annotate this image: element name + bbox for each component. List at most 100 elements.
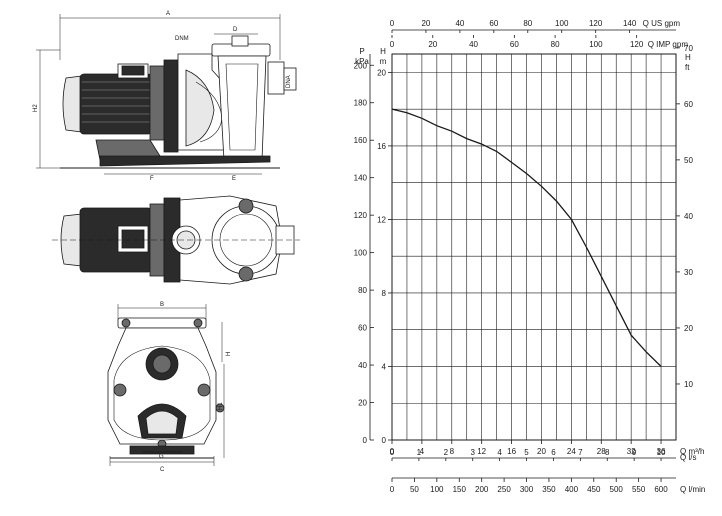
tick-label-bottom-ls: 9 [632,448,637,457]
dim-label-dna: DNA [286,75,292,88]
dim-label-d: D [233,27,238,33]
tick-label-bottom-lmin: 300 [520,485,534,494]
tick-label-top-usgpm: 100 [555,19,569,28]
dim-label-h1: H1 [218,402,224,410]
tick-label-top-usgpm: 60 [489,19,498,28]
tick-label-right-ft: 10 [684,380,693,389]
axis-unit-right-ft-top: H [685,53,691,62]
dim-label-b: B [160,302,164,308]
tick-label-bottom-lmin: 100 [430,485,444,494]
tick-label-top-impgpm: 0 [390,40,395,49]
dim-label-h2: H2 [33,104,39,112]
axis-unit-left-m-top: H [380,47,386,56]
tick-label-bottom-ls: 4 [497,448,502,457]
tick-label-left-kpa: 100 [354,249,368,258]
tick-label-bottom-m3h: 4 [420,447,425,456]
series-line-head-curve [391,108,662,367]
tick-label-bottom-ls: 7 [578,448,583,457]
tick-label-top-usgpm: 40 [455,19,464,28]
tick-label-left-kpa: 20 [358,399,367,408]
tick-label-left-kpa: 60 [358,324,367,333]
tick-label-bottom-m3h: 20 [537,447,546,456]
tick-label-top-impgpm: 60 [510,40,519,49]
tick-label-right-ft: 70 [684,44,693,53]
tick-label-left-m: 4 [382,362,387,371]
tick-label-left-m: 12 [377,215,386,224]
axis-unit-bottom-ls: Q l/s [680,453,696,462]
tick-label-bottom-m3h: 12 [477,447,486,456]
tick-label-left-kpa: 160 [354,136,368,145]
tick-label-left-kpa: 0 [363,436,368,445]
tick-label-right-ft: 30 [684,268,693,277]
tick-label-top-impgpm: 120 [630,40,644,49]
tick-label-bottom-lmin: 450 [587,485,601,494]
tick-label-bottom-ls: 5 [524,448,529,457]
dim-label-dnm: DNM [175,36,189,42]
tick-label-top-usgpm: 120 [589,19,603,28]
tick-label-top-usgpm: 20 [421,19,430,28]
tick-label-bottom-m3h: 32 [627,447,636,456]
pump-front-view: B H H1 G C [107,302,232,473]
tick-label-bottom-ls: 1 [417,448,422,457]
tick-label-right-ft: 50 [684,156,693,165]
dim-label-h: H [226,352,232,356]
tick-label-left-kpa: 80 [358,286,367,295]
axis-unit-top-usgpm: Q US gpm [643,19,681,28]
tick-label-left-kpa: 180 [354,99,368,108]
tick-label-bottom-lmin: 150 [453,485,467,494]
chart-axes: 048121620Hm020406080100120140160180200Pk… [354,19,706,494]
tick-label-bottom-m3h: 8 [450,447,455,456]
tick-label-left-m: 0 [382,436,387,445]
dim-label-g: G [159,454,164,460]
tick-label-bottom-lmin: 0 [390,485,395,494]
tick-label-top-usgpm: 140 [623,19,637,28]
tick-label-right-ft: 60 [684,100,693,109]
tick-label-bottom-m3h: 16 [507,447,516,456]
tick-label-top-usgpm: 80 [523,19,532,28]
tick-label-right-ft: 20 [684,324,693,333]
dim-label-a: A [166,11,170,17]
tick-label-bottom-lmin: 350 [542,485,556,494]
axis-unit-left-kpa-top: P [359,47,364,56]
axis-unit-bottom-m3h: Q m³/h [680,447,704,456]
axis-unit-bottom-lmin: Q l/min [680,485,705,494]
tick-label-left-kpa: 200 [354,61,368,70]
pump-performance-chart: 048121620Hm020406080100120140160180200Pk… [354,19,706,494]
dim-label-f: F [150,176,154,182]
tick-label-bottom-ls: 0 [390,448,395,457]
plot-frame [391,53,677,441]
tick-label-bottom-m3h: 24 [567,447,576,456]
tick-label-top-impgpm: 100 [589,40,603,49]
tick-label-left-kpa: 120 [354,211,368,220]
axis-unit-right-ft-bottom: ft [685,63,690,72]
pump-technical-drawings: A D DNM H2 [33,11,300,473]
tick-label-bottom-ls: 8 [605,448,610,457]
tick-label-left-m: 16 [377,142,386,151]
tick-label-bottom-lmin: 250 [497,485,511,494]
tick-label-left-m: 20 [377,68,386,77]
tick-label-bottom-lmin: 200 [475,485,489,494]
tick-label-top-usgpm: 0 [390,19,395,28]
tick-label-bottom-m3h: 28 [597,447,606,456]
tick-label-bottom-ls: 10 [657,448,666,457]
pump-side-view: A D DNM H2 [33,11,297,182]
tick-label-bottom-ls: 6 [551,448,556,457]
tick-label-left-m: 8 [382,289,387,298]
tick-label-bottom-lmin: 50 [410,485,419,494]
dim-label-c: C [160,467,165,473]
pump-top-view [52,195,300,285]
axis-unit-top-impgpm: Q IMP gpm [648,40,689,49]
tick-label-bottom-lmin: 400 [565,485,579,494]
dim-label-e: E [232,176,236,182]
tick-label-bottom-m3h: 0 [390,447,395,456]
tick-label-bottom-lmin: 600 [654,485,668,494]
tick-label-right-ft: 40 [684,212,693,221]
tick-label-left-kpa: 140 [354,174,368,183]
tick-label-top-impgpm: 40 [469,40,478,49]
chart-grid [392,54,676,440]
axis-unit-left-m-bottom: m [380,57,387,66]
tick-label-bottom-lmin: 550 [632,485,646,494]
tick-label-top-impgpm: 80 [551,40,560,49]
tick-label-left-kpa: 40 [358,361,367,370]
tick-label-bottom-m3h: 36 [657,447,666,456]
